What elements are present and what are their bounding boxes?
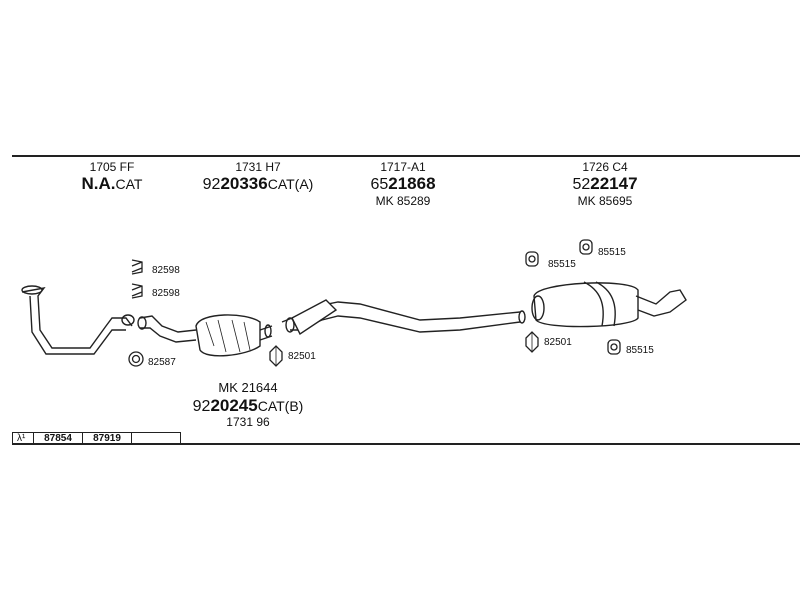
catalytic-converter — [195, 314, 261, 357]
lambda-code-2: 87919 — [82, 432, 132, 445]
clamp-icon-1 — [269, 345, 283, 367]
rubber-mount-icon-2 — [131, 283, 143, 299]
gasket-ring-icon — [128, 351, 144, 367]
cat-b-number: 9220245CAT(B) — [192, 396, 304, 415]
top-rule — [12, 155, 800, 157]
part-85515-c: 85515 — [626, 345, 654, 356]
rubber-mount-icon-1 — [131, 259, 143, 275]
lambda-sensor-table: λ¹ 87854 87919 — [12, 432, 181, 445]
part-82501-b: 82501 — [544, 337, 572, 348]
group-3-mk: MK 85289 — [375, 194, 431, 208]
rear-muffler — [533, 282, 639, 328]
front-downpipe — [21, 286, 133, 349]
lambda-code-1: 87854 — [33, 432, 83, 445]
group-1-number: N.A.CAT — [81, 174, 143, 193]
part-82598-b: 82598 — [152, 288, 180, 299]
group-2-ref: 1731 H7 — [235, 160, 281, 174]
lambda-code-3 — [131, 432, 181, 445]
cat-inlet-pipe — [139, 315, 197, 333]
part-85515-a: 85515 — [548, 259, 576, 270]
part-82598-a: 82598 — [152, 265, 180, 276]
downpipe-flange — [21, 285, 43, 295]
group-3-number: 6521868 — [370, 174, 436, 193]
clamp-icon-2 — [525, 331, 539, 353]
cat-b-ref: 1731 96 — [226, 415, 270, 429]
part-85515-b: 85515 — [598, 247, 626, 258]
resonator — [291, 299, 338, 336]
group-4-mk: MK 85695 — [577, 194, 633, 208]
part-82587: 82587 — [148, 357, 176, 368]
group-4-ref: 1726 C4 — [582, 160, 628, 174]
lambda-symbol: λ¹ — [12, 432, 34, 445]
tailpipe — [635, 289, 687, 317]
group-2-number: 9220336CAT(A) — [202, 174, 314, 193]
part-82501-a: 82501 — [288, 351, 316, 362]
group-3-ref: 1717-A1 — [380, 160, 426, 174]
cat-b-mk: MK 21644 — [218, 380, 278, 395]
mount-icon-85515-a — [525, 251, 539, 267]
mount-icon-85515-c — [607, 339, 621, 355]
mount-icon-85515-b — [579, 239, 593, 255]
group-4-number: 5222147 — [572, 174, 638, 193]
bottom-rule — [12, 443, 800, 445]
group-1-ref: 1705 FF — [89, 160, 135, 174]
